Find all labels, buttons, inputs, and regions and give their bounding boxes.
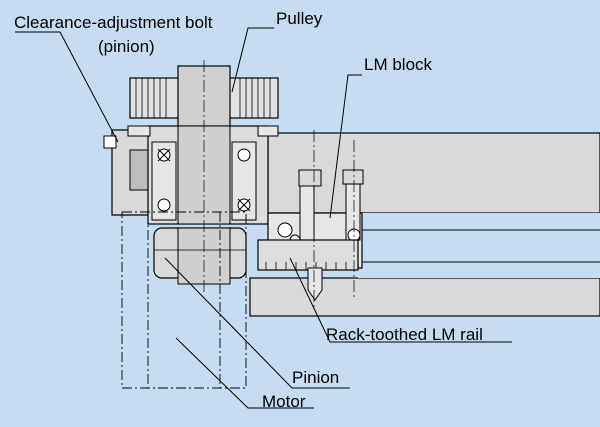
label-clearance-bolt: Clearance-adjustment bolt bbox=[14, 13, 213, 32]
rail-bed bbox=[358, 213, 600, 278]
center-lines bbox=[203, 60, 355, 310]
rack-toothed-lm-rail bbox=[257, 239, 359, 301]
label-pulley: Pulley bbox=[276, 9, 323, 28]
label-rack-rail: Rack-toothed LM rail bbox=[326, 325, 483, 344]
pinion-gear bbox=[153, 227, 247, 285]
leader-lines bbox=[15, 27, 512, 409]
left-housing bbox=[103, 129, 153, 216]
label-lm-block: LM block bbox=[364, 55, 433, 74]
label-clearance-bolt-sub: (pinion) bbox=[98, 37, 155, 56]
upper-table-plate bbox=[267, 132, 600, 214]
label-pinion: Pinion bbox=[292, 368, 339, 387]
lm-block-bolts bbox=[298, 169, 364, 187]
label-motor: Motor bbox=[262, 392, 306, 411]
motor-outline bbox=[121, 211, 247, 389]
bearing-housing bbox=[127, 125, 279, 225]
